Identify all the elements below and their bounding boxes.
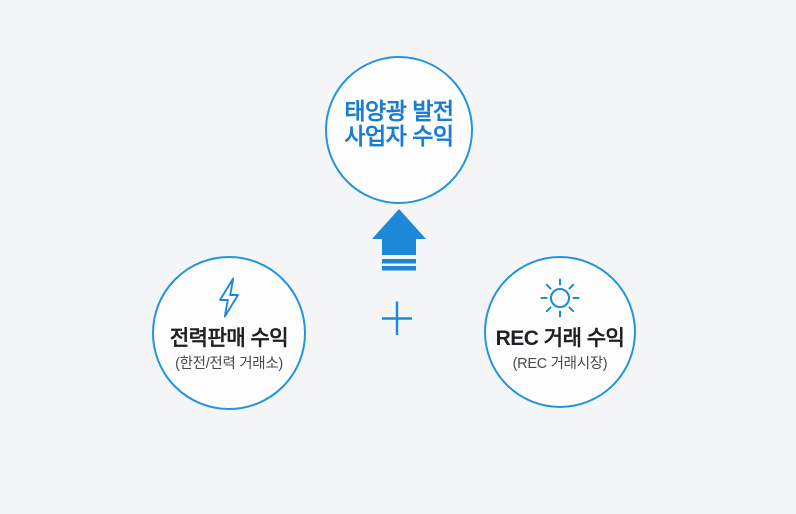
- lightning-bolt-icon: [217, 277, 241, 318]
- power-sales-revenue-label: 전력판매 수익: [169, 327, 289, 350]
- circle-rec-trading-revenue: REC 거래 수익 (REC 거래시장): [484, 256, 636, 408]
- rec-trading-revenue-label: REC 거래 수익: [495, 327, 625, 350]
- sun-icon: [540, 278, 580, 318]
- rec-trading-revenue-sublabel: (REC 거래시장): [512, 356, 608, 372]
- plus-icon: [380, 301, 414, 336]
- circle-solar-operator-revenue: 태양광 발전 사업자 수익: [325, 56, 473, 204]
- up-arrow-icon: [372, 209, 426, 271]
- solar-operator-revenue-line2: 사업자 수익: [344, 123, 454, 149]
- solar-operator-revenue-line1: 태양광 발전: [344, 98, 454, 124]
- power-sales-revenue-sublabel: (한전/전력 거래소): [175, 356, 283, 372]
- circle-power-sales-revenue: 전력판매 수익 (한전/전력 거래소): [152, 256, 306, 410]
